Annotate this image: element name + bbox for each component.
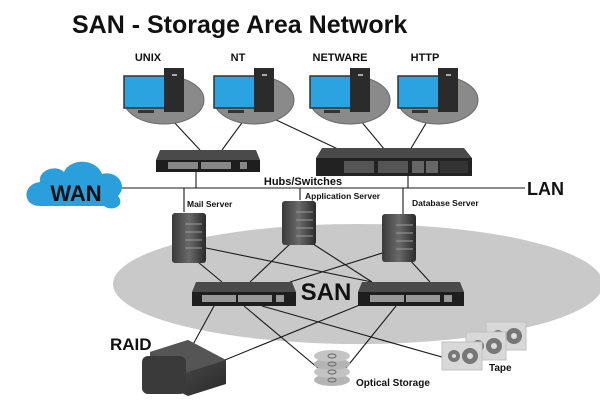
client-label: UNIX (135, 52, 162, 64)
tower-icon (438, 68, 458, 112)
san-label: SAN (301, 279, 352, 306)
hubs-switches-label: Hubs/Switches (264, 176, 342, 188)
hub-switch-1[interactable] (156, 150, 260, 172)
wan-cloud[interactable]: WAN (26, 161, 123, 209)
lan-label: LAN (527, 179, 564, 199)
mail-server[interactable] (172, 213, 206, 263)
monitor-icon (309, 75, 355, 109)
diagram-title: SAN - Storage Area Network (72, 11, 407, 39)
tower-icon (350, 68, 370, 112)
client-links (171, 117, 429, 151)
san-links (189, 241, 471, 369)
client-nt[interactable] (213, 68, 295, 125)
monitor-icon (123, 75, 169, 109)
optical-storage-label: Optical Storage (356, 378, 430, 389)
san-switch-2[interactable] (358, 282, 464, 306)
application-server[interactable] (282, 201, 316, 245)
client-label: HTTP (411, 52, 440, 64)
server-label: Database Server (412, 198, 479, 208)
tower-icon (254, 68, 274, 112)
server-label: Application Server (305, 191, 381, 201)
tower-icon (164, 68, 184, 112)
server-label: Mail Server (187, 199, 233, 209)
wan-label: WAN (50, 181, 101, 206)
monitor-icon (397, 75, 443, 109)
client-unix[interactable] (123, 68, 205, 125)
monitor-icon (213, 75, 259, 109)
client-http[interactable] (397, 68, 479, 125)
database-server[interactable] (382, 214, 416, 262)
san-switch-1[interactable] (192, 282, 296, 306)
client-label: NETWARE (313, 52, 368, 64)
client-netware[interactable] (309, 68, 391, 125)
tape-label: Tape (489, 363, 512, 374)
optical-storage[interactable] (314, 350, 350, 386)
raid-label: RAID (110, 335, 152, 354)
client-label: NT (231, 52, 246, 64)
hub-switch-2[interactable] (316, 148, 472, 176)
tape-library[interactable] (441, 321, 527, 371)
raid-array[interactable] (142, 340, 226, 396)
